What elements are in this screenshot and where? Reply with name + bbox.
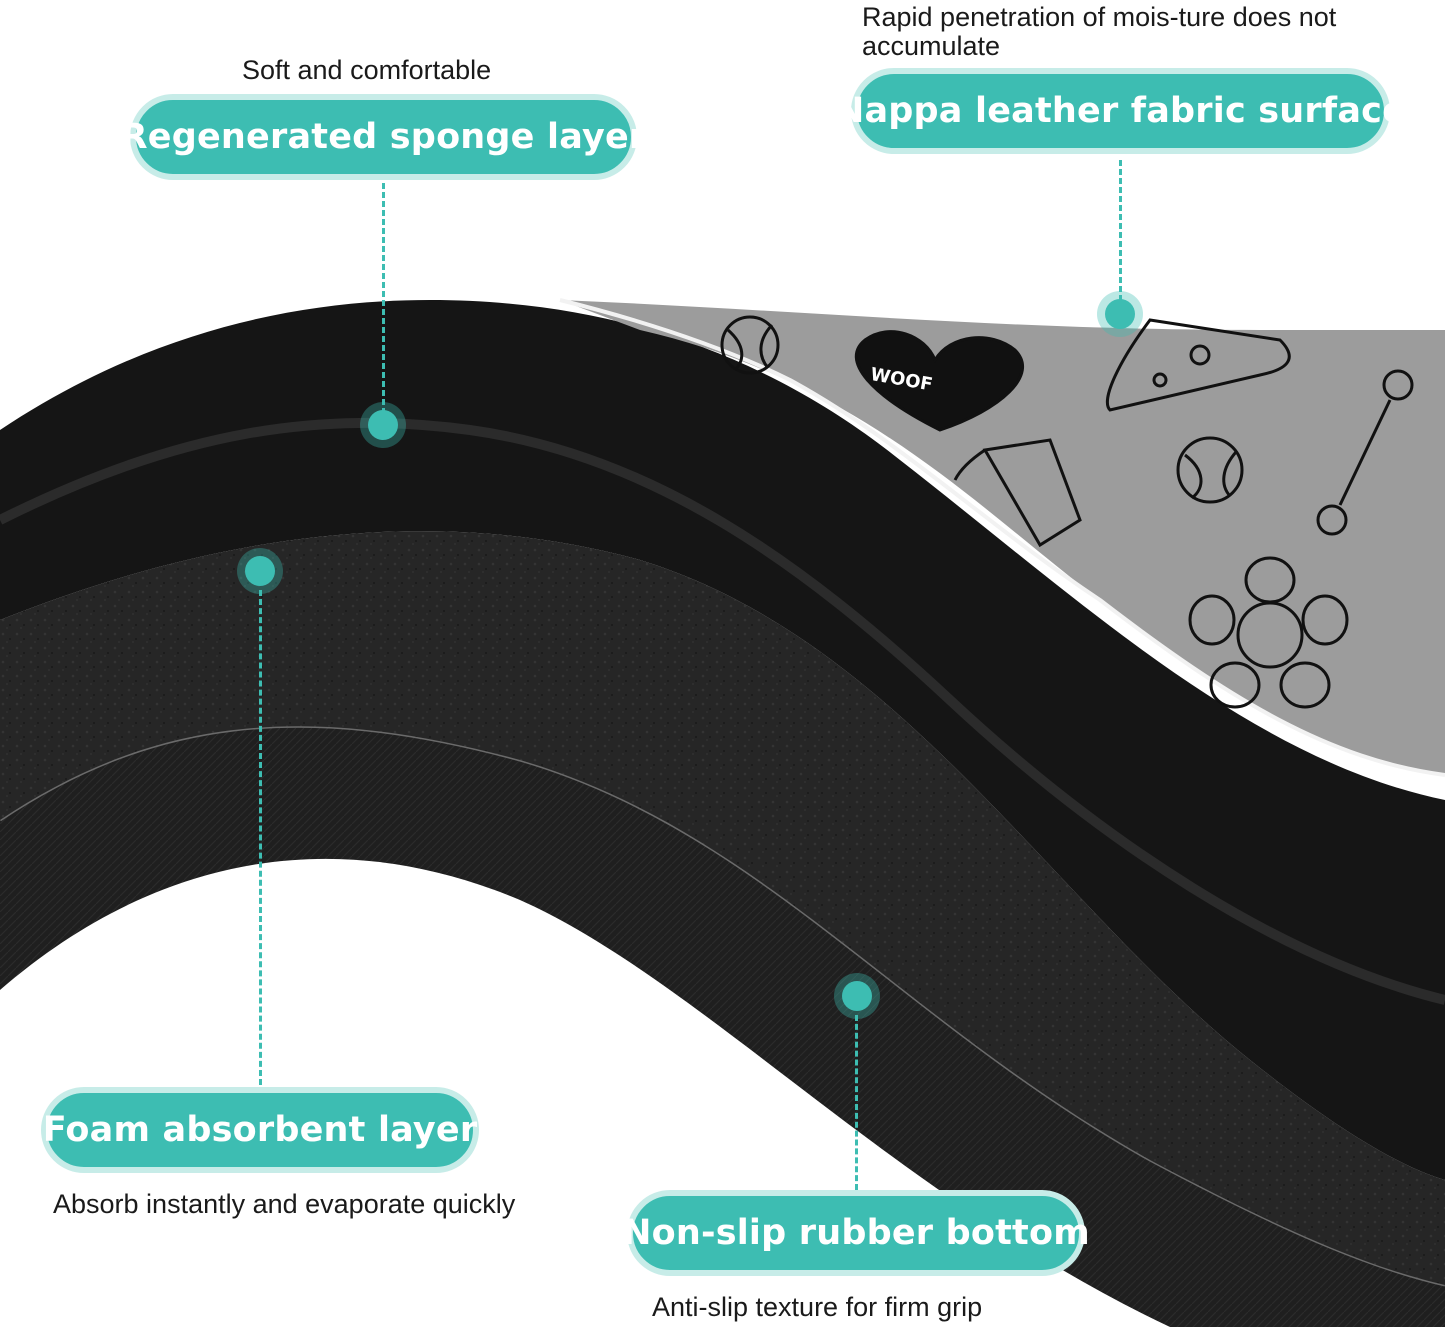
pizza-slice-icon <box>1105 318 1291 412</box>
foam-absorbent-layer <box>0 531 1445 1285</box>
heart-icon: WOOF <box>854 330 1024 432</box>
sponge-layer-label: Regenerated sponge layer <box>121 94 646 180</box>
sponge-caption: Soft and comfortable <box>242 55 492 85</box>
tennis-ball-icon <box>720 315 780 375</box>
rubber-bottom-layer <box>0 726 1445 1327</box>
nappa-marker <box>1105 299 1135 329</box>
rubber-leader-line <box>855 1015 858 1190</box>
flower-icon <box>1188 556 1349 709</box>
rubber-caption: Anti-slip texture for firm grip <box>652 1292 983 1322</box>
nappa-caption: Rapid penetration of mois-ture does not … <box>862 2 1337 61</box>
tennis-ball-icon-2 <box>1176 436 1244 504</box>
rubber-marker <box>842 981 872 1011</box>
nappa-leather-surface <box>560 300 1445 775</box>
regenerated-sponge-layer <box>0 300 1445 1180</box>
bone-icon <box>1316 369 1414 536</box>
rubber-bottom-label: Non-slip rubber bottom <box>622 1190 1090 1276</box>
sponge-leader-line <box>382 183 385 423</box>
foam-caption: Absorb instantly and evaporate quickly <box>53 1189 516 1219</box>
foam-leader-line <box>259 590 262 1085</box>
nappa-leader-line <box>1119 160 1122 310</box>
foam-layer-label: Foam absorbent layer <box>41 1087 479 1173</box>
cup-icon <box>953 438 1082 548</box>
sponge-marker <box>368 410 398 440</box>
nappa-surface-label: Nappa leather fabric surface <box>835 68 1406 154</box>
foam-marker <box>245 556 275 586</box>
